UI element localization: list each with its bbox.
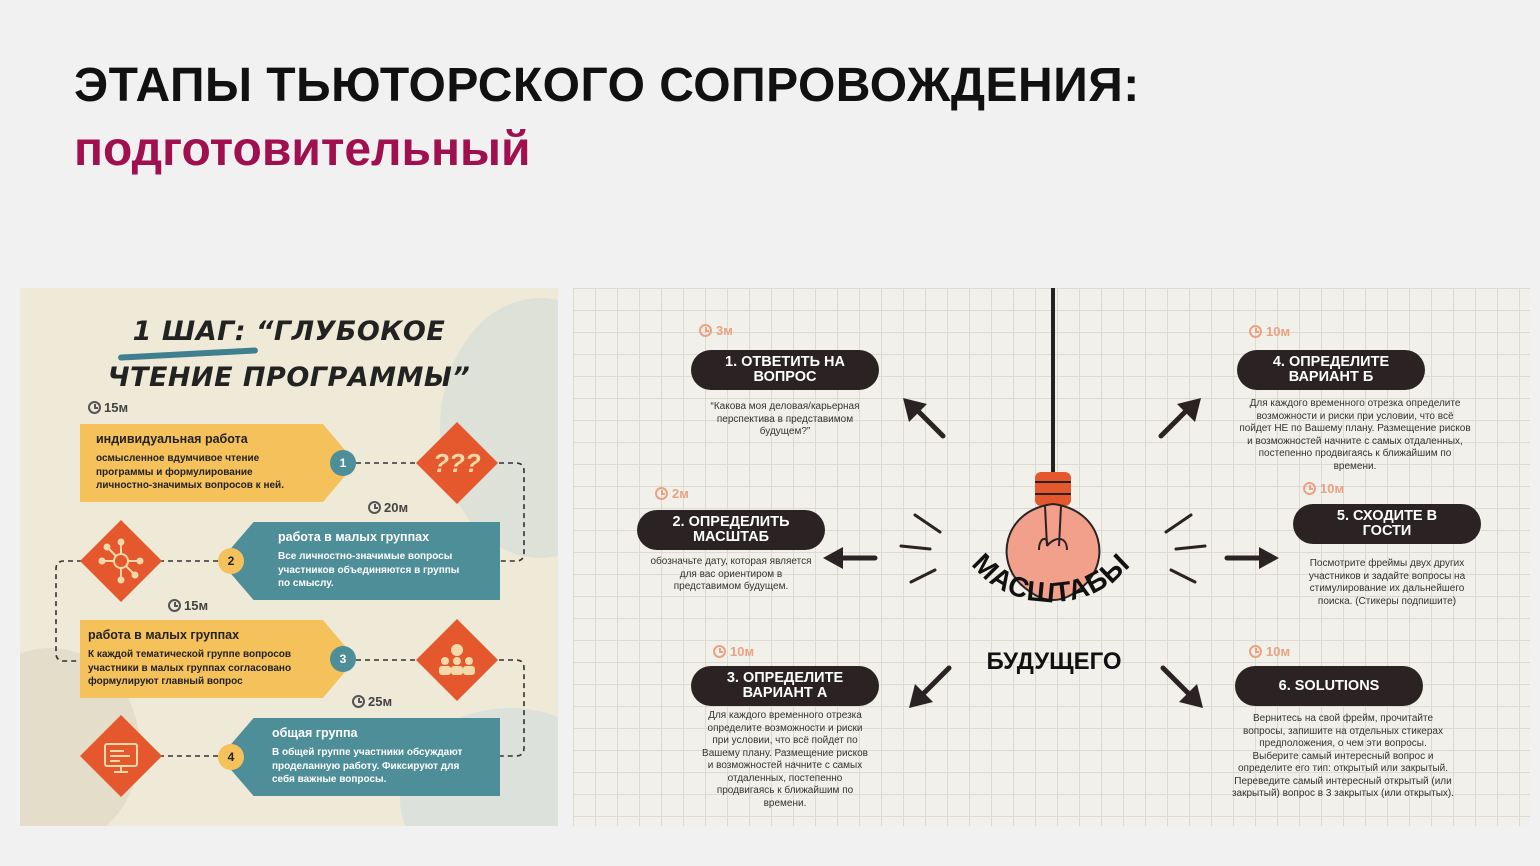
step-time: 20м: [368, 500, 408, 515]
step-banner: работа в малых группах Все личностно-зна…: [220, 522, 500, 600]
clock-icon: [713, 645, 726, 658]
step-banner: работа в малых группах К каждой тематиче…: [80, 620, 356, 698]
lamp-cord: [1051, 288, 1055, 474]
clock-icon: [1249, 645, 1262, 658]
lightbulb-diagram: МАСШТАБЫ: [823, 398, 1279, 708]
card-time: 10м: [1303, 481, 1344, 496]
step-title: общая группа: [272, 726, 358, 740]
step-time: 15м: [168, 598, 208, 613]
deep-reading-infographic: 1 ШАГ: “ГЛУБОКОЕ ЧТЕНИЕ ПРОГРАММЫ” 15м и…: [20, 288, 558, 826]
step-number: 1: [330, 450, 356, 476]
clock-icon: [168, 599, 181, 612]
slide-title: ЭТАПЫ ТЬЮТОРСКОГО СОПРОВОЖДЕНИЯ:: [74, 59, 1140, 112]
clock-icon: [699, 324, 712, 337]
step-banner: индивидуальная работа осмысленное вдумчи…: [80, 424, 356, 502]
step-number: 2: [218, 548, 244, 574]
card-title-pill: 6. SOLUTIONS: [1235, 666, 1423, 706]
card-time: 10м: [1249, 644, 1290, 659]
card-time: 10м: [713, 644, 754, 659]
step-banner: общая группа В общей группе участники об…: [220, 718, 500, 796]
step-number: 3: [330, 646, 356, 672]
step-title: индивидуальная работа: [96, 432, 248, 446]
step-number: 4: [218, 744, 244, 770]
clock-icon: [655, 487, 668, 500]
step-title: работа в малых группах: [278, 530, 430, 544]
lightbulb-icon: [1005, 472, 1101, 602]
question-marks-icon: ???: [433, 447, 481, 478]
arrow-heads: [823, 398, 1279, 708]
clock-icon: [368, 501, 381, 514]
card-time: 10м: [1249, 324, 1290, 339]
step-time: 25м: [352, 694, 392, 709]
presentation-screen-icon: [104, 743, 138, 773]
card-time: 2м: [655, 486, 689, 501]
group-icon: [439, 644, 475, 675]
light-rays: [899, 513, 1207, 584]
center-title: БУДУЩЕГО: [986, 648, 1122, 675]
card-description: Для каждого временного отрезка определит…: [1239, 398, 1471, 472]
card-time: 3м: [699, 323, 733, 338]
clock-icon: [88, 401, 101, 414]
clock-icon: [1303, 482, 1316, 495]
infographic-title-line2: ЧТЕНИЕ ПРОГРАММЫ”: [107, 362, 471, 393]
clock-icon: [352, 695, 365, 708]
network-icon: [98, 538, 144, 584]
clock-icon: [1249, 325, 1262, 338]
slide-subtitle: подготовительный: [74, 123, 531, 176]
step-title: работа в малых группах: [88, 628, 240, 642]
infographic-title-line1: 1 ШАГ: “ГЛУБОКОЕ: [132, 316, 446, 347]
step-time: 15м: [88, 400, 128, 415]
